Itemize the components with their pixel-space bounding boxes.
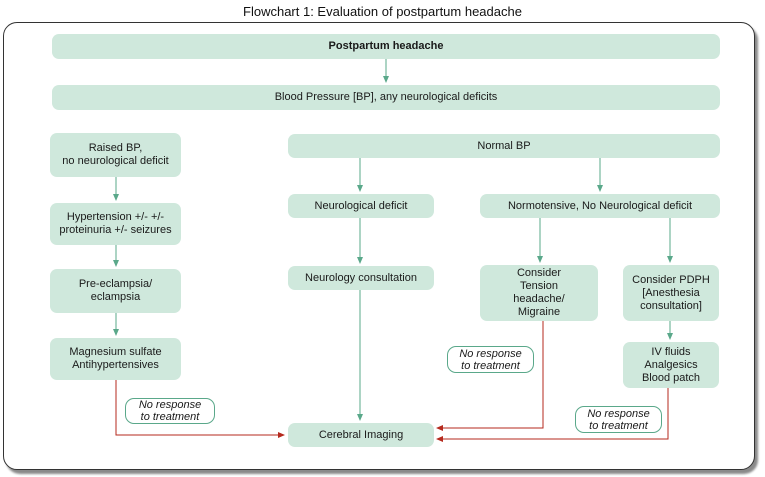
node-preeclampsia: Pre-eclampsia/ eclampsia bbox=[50, 269, 181, 313]
node-normotensive: Normotensive, No Neurological deficit bbox=[480, 194, 720, 218]
node-magnesium: Magnesium sulfate Antihypertensives bbox=[50, 338, 181, 380]
node-postpartum-headache: Postpartum headache bbox=[52, 34, 720, 59]
note-no-response-middle: No response to treatment bbox=[447, 346, 534, 373]
node-iv-fluids: IV fluids Analgesics Blood patch bbox=[623, 342, 719, 388]
node-blood-pressure: Blood Pressure [BP], any neurological de… bbox=[52, 85, 720, 110]
node-pdph: Consider PDPH [Anesthesia consultation] bbox=[623, 265, 719, 321]
arrow-magnesium-to-imaging bbox=[115, 380, 285, 438]
arrow-iv-to-imaging bbox=[436, 388, 669, 442]
node-neurological-deficit: Neurological deficit bbox=[288, 194, 434, 218]
note-no-response-left: No response to treatment bbox=[125, 398, 215, 424]
node-cerebral-imaging: Cerebral Imaging bbox=[288, 423, 434, 447]
node-tension-headache: Consider Tension headache/ Migraine bbox=[480, 265, 598, 321]
note-no-response-right: No response to treatment bbox=[575, 406, 662, 433]
node-normal-bp: Normal BP bbox=[288, 134, 720, 158]
node-hypertension: Hypertension +/- +/- proteinuria +/- sei… bbox=[50, 203, 181, 245]
flowchart-title: Flowchart 1: Evaluation of postpartum he… bbox=[243, 4, 522, 19]
node-raised-bp: Raised BP, no neurological deficit bbox=[50, 133, 181, 177]
node-neurology-consultation: Neurology consultation bbox=[288, 266, 434, 290]
arrow-tension-to-imaging bbox=[436, 321, 544, 431]
